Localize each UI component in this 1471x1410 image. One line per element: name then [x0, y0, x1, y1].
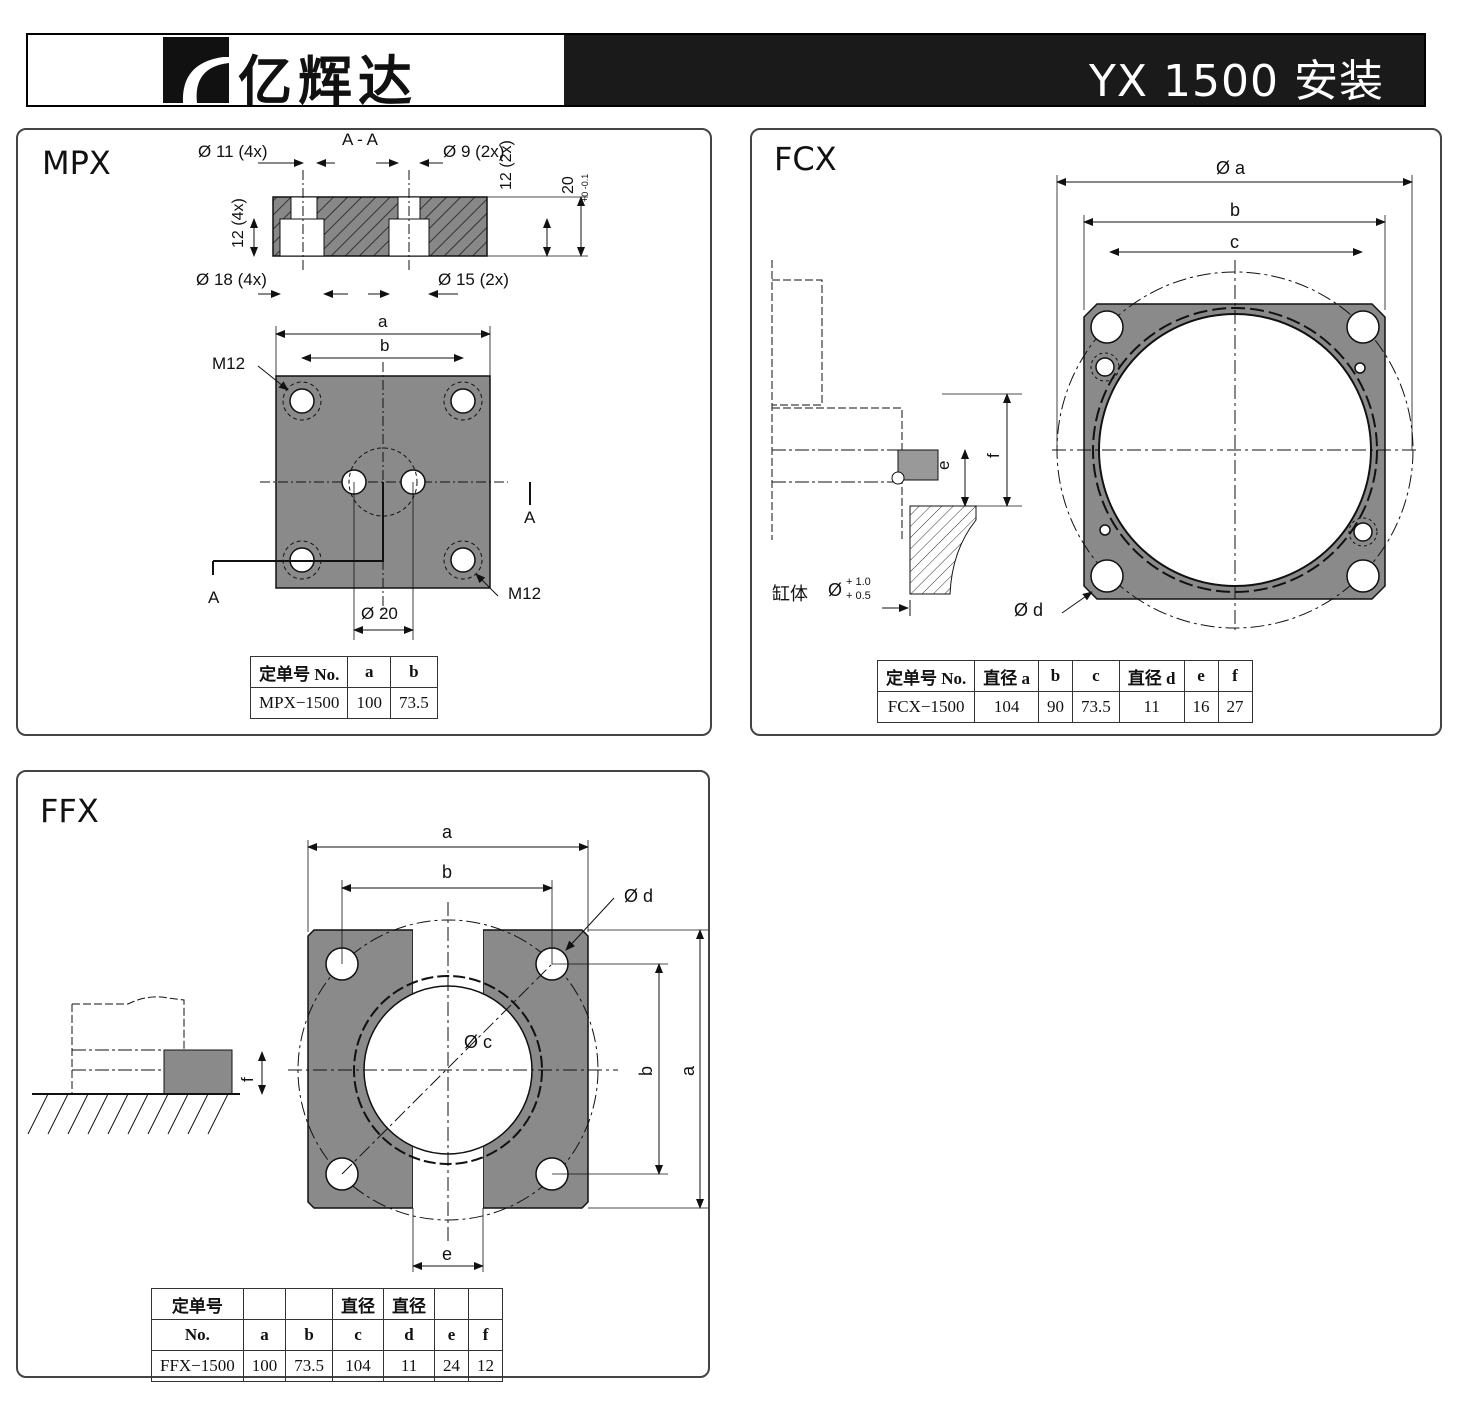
page-header: 亿辉达 YX 1500 安装	[26, 33, 1426, 113]
page-title: YX 1500 安装	[1089, 56, 1384, 107]
table-cell: 104	[974, 691, 1040, 723]
mpx-h12-2x-label: 12 (2x)	[498, 140, 515, 190]
mpx-dim-a-label: a	[378, 312, 388, 331]
table-header-row: 定单号 No. 直径 a b c 直径 d e f	[876, 660, 1253, 692]
mpx-cut-right-label: A	[524, 508, 536, 527]
ffx-dim-d-label: Ø d	[624, 886, 654, 906]
table-header-cell: f	[1217, 660, 1253, 692]
table-cell: 73.5	[285, 1350, 334, 1382]
ffx-dim-a-side-label: a	[678, 1065, 698, 1076]
table-header-cell: e	[434, 1319, 470, 1351]
ffx-dim-f-label: f	[238, 1077, 257, 1082]
table-header-cell: b	[389, 656, 438, 688]
mpx-cut-left-label: A	[208, 588, 220, 607]
mpx-h12-4x-label: 12 (4x)	[230, 198, 247, 248]
fcx-dim-f-label: f	[984, 453, 1003, 458]
fcx-tol-up-label: + 1.0	[846, 576, 871, 588]
table-header-cell: d	[383, 1319, 436, 1351]
table-header-cell: 直径 a	[974, 660, 1040, 692]
table-header-cell	[285, 1288, 334, 1320]
table-row: MPX−1500 100 73.5	[249, 687, 438, 719]
mpx-drawing	[212, 159, 588, 640]
ffx-panel: FFX	[16, 770, 710, 1382]
fcx-body-label: 缸体	[772, 584, 808, 605]
table-cell: FFX−1500	[151, 1350, 244, 1382]
table-cell: 16	[1183, 691, 1219, 723]
fcx-table: 定单号 No. 直径 a b c 直径 d e f FCX−1500 104 9…	[876, 660, 1253, 723]
table-header-cell: 定单号 No.	[876, 660, 976, 692]
mpx-d20-label: Ø 20	[361, 604, 398, 623]
fcx-tol-low-label: + 0.5	[846, 590, 871, 602]
table-cell: 73.5	[389, 687, 438, 719]
table-header-cell: 直径	[383, 1288, 436, 1320]
table-cell: 73.5	[1072, 691, 1120, 723]
mpx-d18-label: Ø 18 (4x)	[196, 270, 267, 289]
table-header-cell: f	[468, 1319, 504, 1351]
table-header-cell: c	[332, 1319, 385, 1351]
fcx-dim-e-label: e	[934, 460, 953, 470]
table-header-cell: No.	[151, 1319, 244, 1351]
fcx-dim-b-label: b	[1230, 200, 1241, 220]
logo-icon	[163, 37, 229, 103]
table-row: FFX−1500 100 73.5 104 11 24 12	[151, 1350, 504, 1382]
table-header-cell: 直径	[332, 1288, 385, 1320]
logo-text: 亿辉达	[238, 49, 418, 113]
table-header-cell: a	[242, 1319, 287, 1351]
table-header-cell: b	[1038, 660, 1074, 692]
table-cell: 11	[1118, 691, 1185, 723]
mpx-d15-label: Ø 15 (2x)	[438, 270, 509, 289]
table-cell: 24	[434, 1350, 470, 1382]
table-header-row: 定单号 No. a b	[249, 656, 438, 688]
table-cell: 27	[1217, 691, 1253, 723]
table-cell: 100	[242, 1350, 287, 1382]
fcx-title: FCX	[774, 140, 837, 178]
mpx-m12-bottom-label: M12	[508, 584, 542, 603]
table-header-cell	[468, 1288, 504, 1320]
ffx-drawing	[27, 840, 708, 1272]
ffx-dim-b-side-label: b	[636, 1065, 656, 1076]
table-cell: 90	[1038, 691, 1074, 723]
header-title-bar: YX 1500 安装	[564, 35, 1424, 107]
table-cell: FCX−1500	[876, 691, 976, 723]
ffx-dim-c-label: Ø c	[464, 1032, 493, 1052]
ffx-dim-b-top-label: b	[442, 862, 453, 882]
fcx-drawing	[771, 175, 1417, 630]
table-cell: 12	[468, 1350, 504, 1382]
ffx-title: FFX	[40, 792, 99, 830]
table-cell: MPX−1500	[249, 687, 349, 719]
table-header-cell: 定单号	[151, 1288, 244, 1320]
table-header-row: 定单号 直径 直径	[151, 1288, 504, 1320]
ffx-dim-a-top-label: a	[442, 822, 453, 842]
fcx-dim-d-label: Ø d	[1014, 600, 1044, 620]
mpx-d11-label: Ø 11 (4x)	[198, 142, 268, 161]
table-header-cell: 定单号 No.	[249, 656, 349, 688]
table-cell: 100	[347, 687, 391, 719]
table-header-cell: 直径 d	[1118, 660, 1185, 692]
table-header-cell	[242, 1288, 287, 1320]
mpx-h20-tol-label: +0 -0.1	[580, 173, 590, 202]
mpx-title: MPX	[42, 144, 111, 182]
table-row: FCX−1500 104 90 73.5 11 16 27	[876, 691, 1253, 723]
table-header-cell: e	[1183, 660, 1219, 692]
mpx-d9-label: Ø 9 (2x)	[443, 142, 505, 161]
table-header-cell: c	[1072, 660, 1120, 692]
table-header-cell	[434, 1288, 470, 1320]
fcx-tol-label: Ø	[828, 580, 843, 600]
mpx-h20-label: 20	[560, 176, 577, 194]
fcx-dim-c-label: c	[1230, 232, 1239, 252]
mpx-m12-top-label: M12	[212, 354, 246, 373]
table-header-cell: b	[285, 1319, 334, 1351]
fcx-dim-a-label: Ø a	[1216, 158, 1246, 178]
table-header-row: No. a b c d e f	[151, 1319, 504, 1351]
table-header-cell: a	[347, 656, 391, 688]
fcx-panel: FCX	[750, 128, 1442, 736]
mpx-dim-b-label: b	[380, 336, 390, 355]
mpx-panel: MPX	[16, 128, 712, 736]
ffx-table: 定单号 直径 直径 No. a b c d e f FFX−1500 100 7…	[151, 1288, 504, 1382]
mpx-table: 定单号 No. a b MPX−1500 100 73.5	[249, 656, 438, 719]
table-cell: 11	[383, 1350, 436, 1382]
ffx-dim-e-label: e	[442, 1244, 453, 1264]
mpx-section-label: A - A	[342, 130, 378, 149]
table-cell: 104	[332, 1350, 385, 1382]
